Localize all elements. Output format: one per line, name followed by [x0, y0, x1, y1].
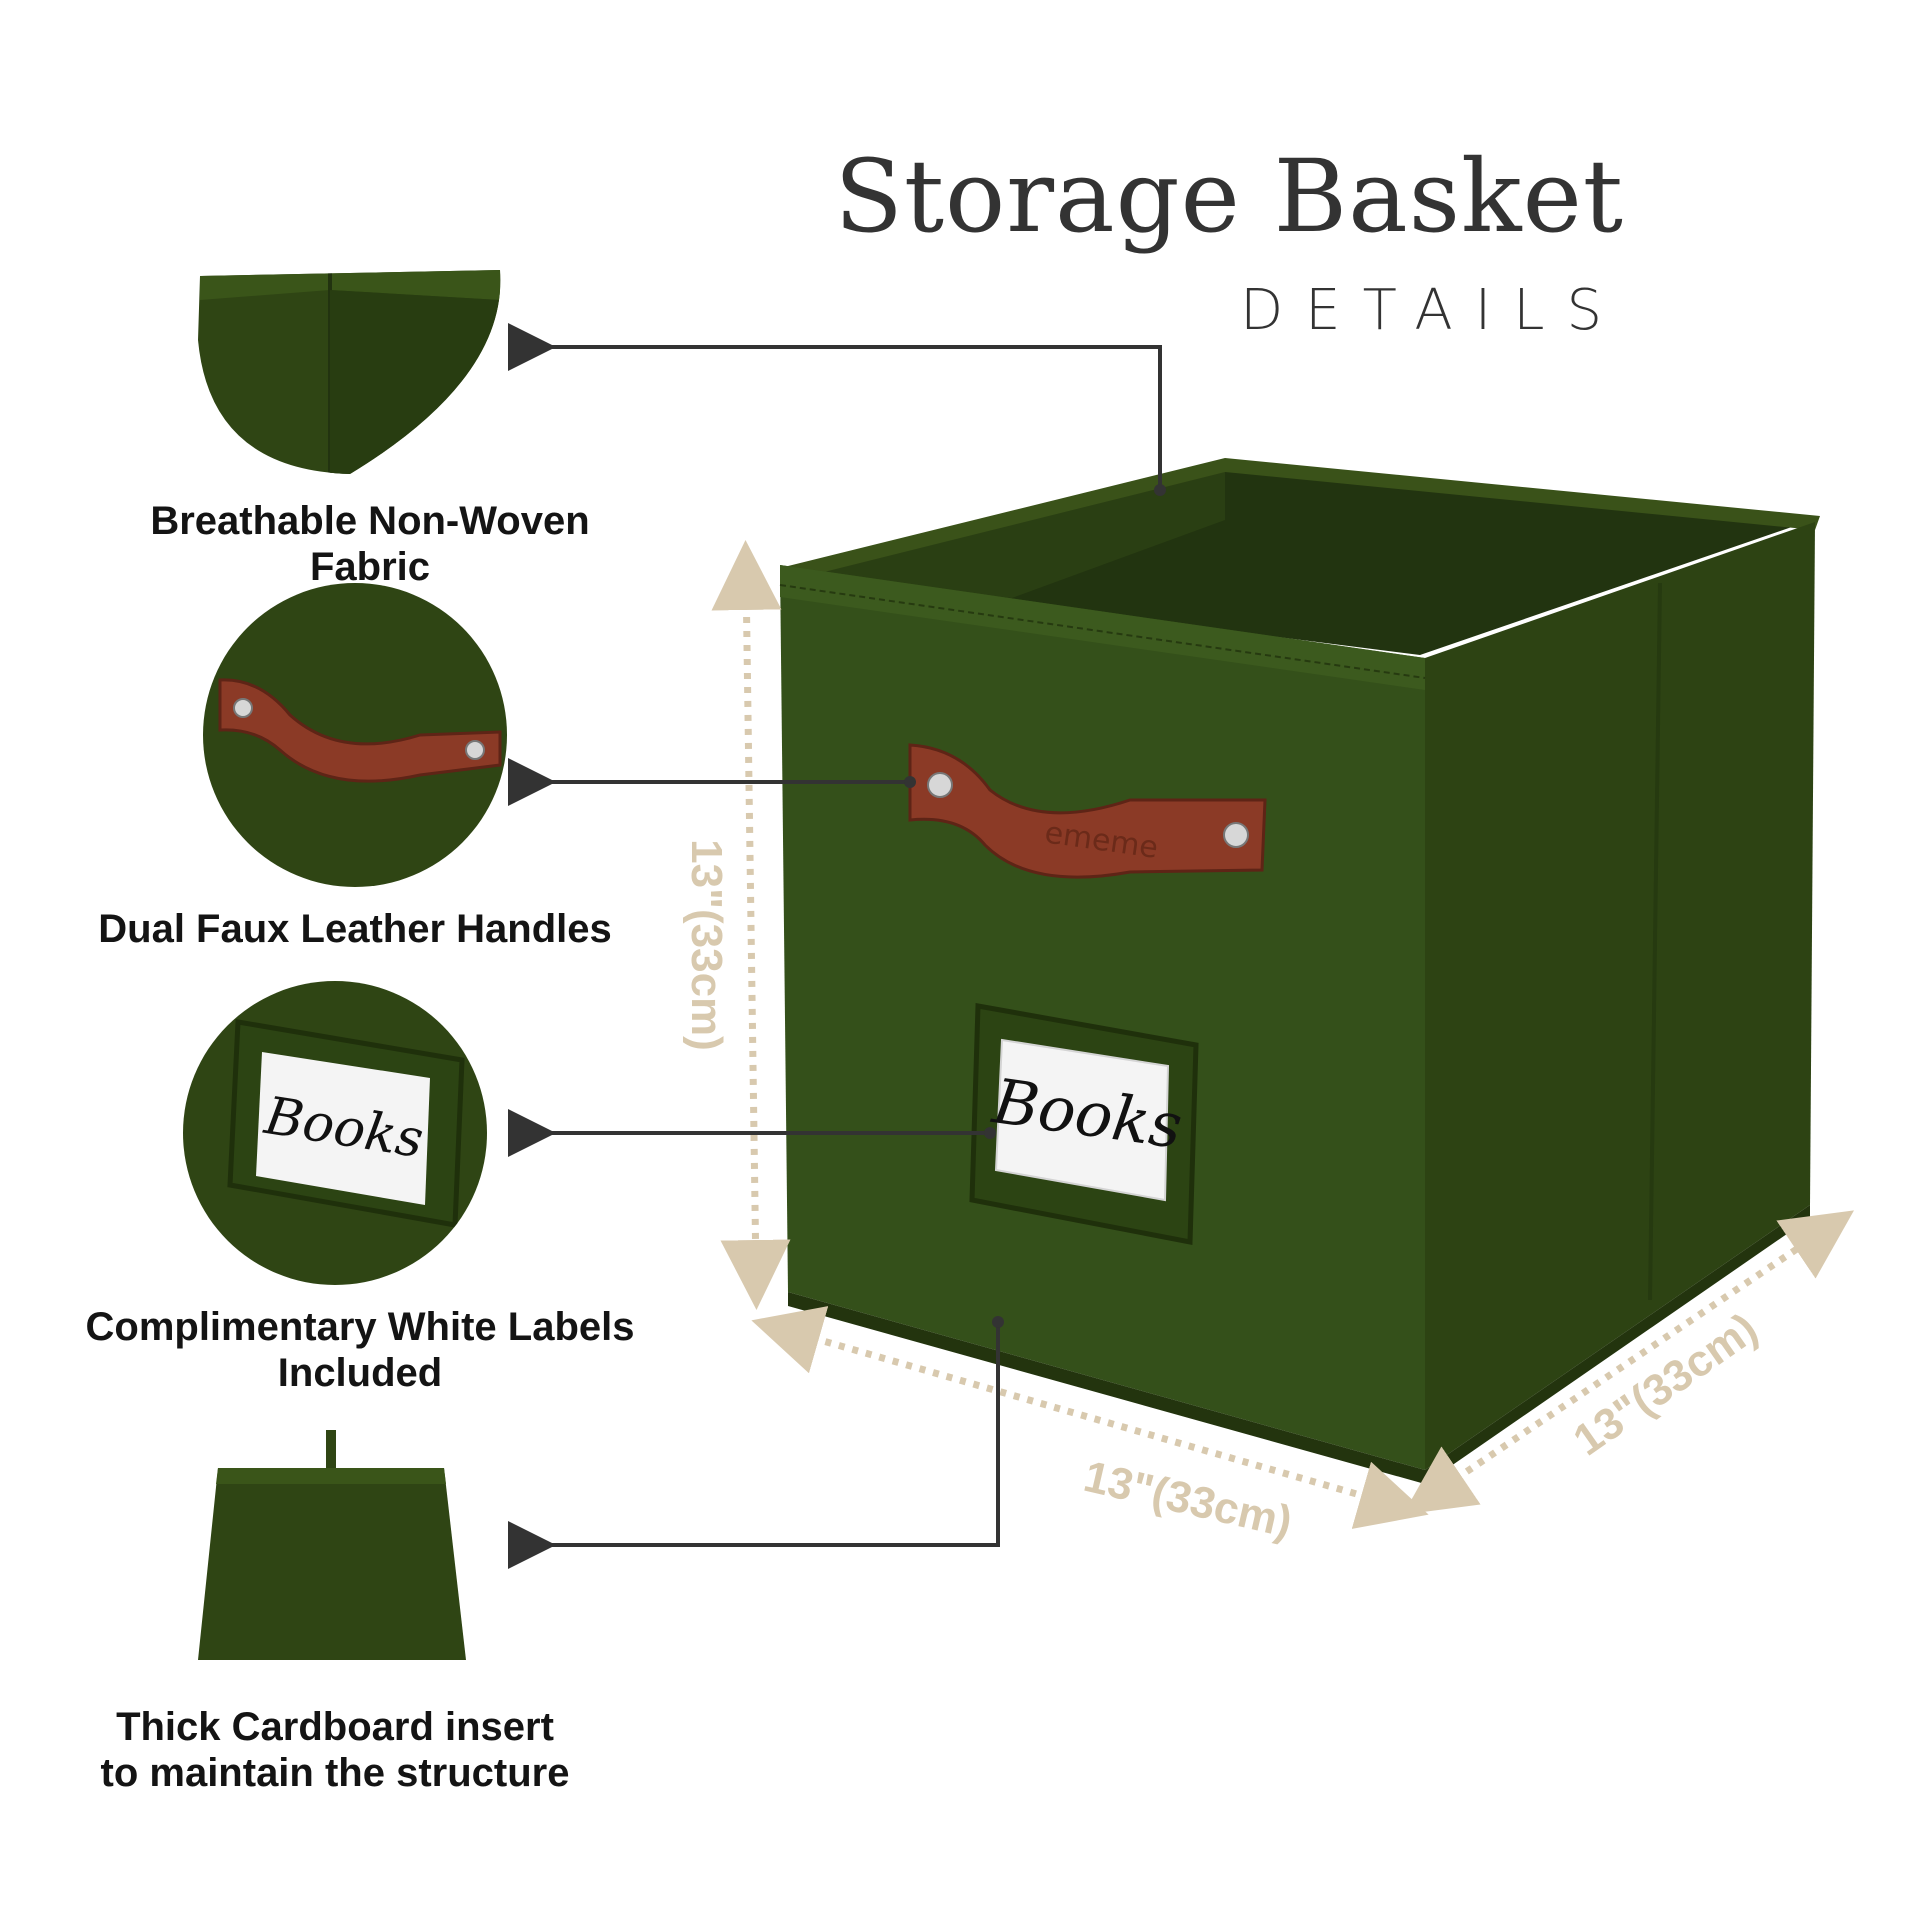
dimension-height-label: 13"(33cm) [681, 839, 731, 1051]
feature-caption-handles: Dual Faux Leather Handles [98, 907, 612, 951]
cardboard-insert-icon [198, 1430, 466, 1660]
leader-lines [508, 323, 1166, 1569]
feature-caption-insert: Thick Cardboard insert to maintain the s… [100, 1705, 570, 1795]
leather-handle-icon [203, 583, 507, 887]
leather-handle [908, 743, 1267, 879]
feature-caption-labels: Complimentary White Labels Included [85, 1305, 635, 1395]
dimension-lines [711, 540, 1855, 1529]
feature-caption-fabric: Breathable Non-Woven Fabric [150, 499, 590, 589]
fabric-corner-icon [198, 270, 501, 474]
storage-basket: Books ememe [779, 458, 1820, 1484]
page-title: Storage Basket [834, 138, 1624, 255]
page-subtitle: DETAILS [1240, 278, 1624, 343]
label-holder-icon: Books [183, 981, 487, 1285]
basket-side-panel [1425, 522, 1815, 1470]
basket-front-panel [780, 565, 1425, 1470]
